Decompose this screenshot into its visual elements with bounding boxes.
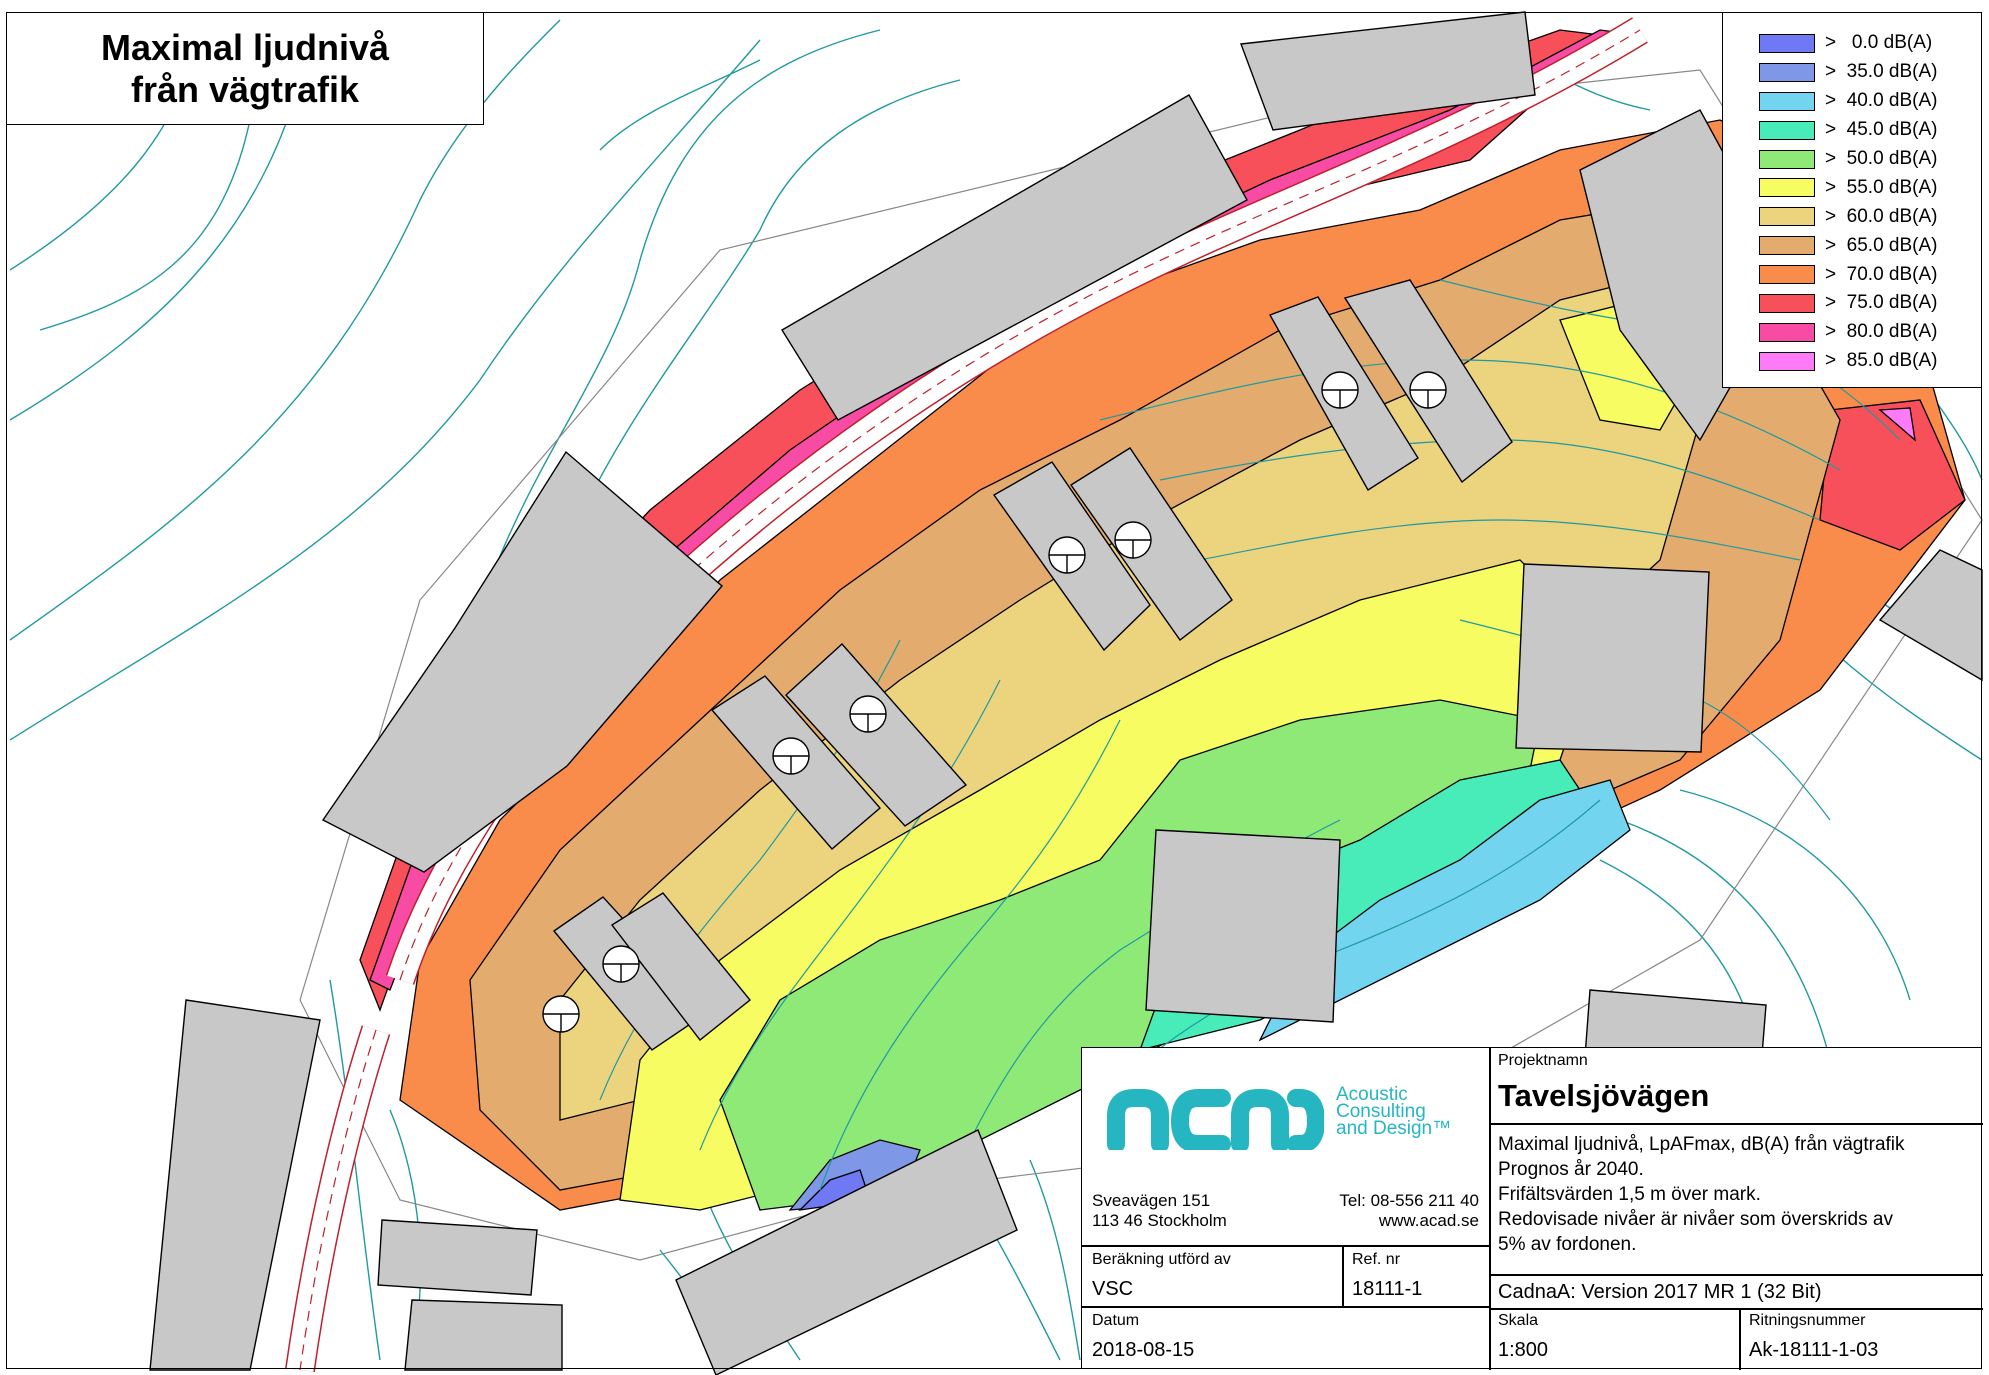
calc-value: VSC [1092,1278,1134,1300]
legend-item: > 60.0 dB(A) [1759,202,1981,231]
noise-legend: > 0.0 dB(A) > 35.0 dB(A) > 40.0 dB(A) > 45.… [1722,12,1982,388]
project-label: Projektnamn [1498,1052,1588,1069]
receiver-icon [1409,371,1447,409]
receiver-points [542,371,1447,1033]
software-version: CadnaA: Version 2017 MR 1 (32 Bit) [1498,1281,1822,1303]
legend-label: > 70.0 dB(A) [1825,263,1938,285]
legend-label: > 85.0 dB(A) [1825,350,1938,372]
ref-value: 18111-1 [1352,1278,1423,1300]
legend-item: > 45.0 dB(A) [1759,116,1981,145]
company-web: www.acad.se [1378,1211,1479,1230]
title-block: Acoustic Consulting and Design™ Sveaväge… [1081,1047,1983,1370]
legend-swatch [1759,91,1815,111]
map-title-box: Maximal ljudnivå från vägtrafik [6,12,484,125]
legend-item: > 85.0 dB(A) [1759,347,1981,376]
map-title: Maximal ljudnivå från vägtrafik [100,26,390,110]
legend-label: > 50.0 dB(A) [1825,148,1938,169]
legend-item: > 75.0 dB(A) [1759,289,1981,318]
legend-swatch [1759,265,1815,285]
company-address-2: 113 46 Stockholm [1092,1211,1227,1230]
receiver-icon [849,695,887,733]
legend-label: > 55.0 dB(A) [1825,176,1938,198]
legend-swatch [1759,207,1815,227]
project-name: Tavelsjövägen [1498,1078,1710,1113]
receiver-icon [602,945,640,983]
scale-value: 1:800 [1498,1339,1549,1361]
company-name-3: and Design™ [1336,1118,1452,1139]
legend-swatch [1759,178,1815,198]
receiver-icon [1114,521,1152,559]
company-logo: Acoustic Consulting and Design™ [1104,1080,1484,1170]
legend-swatch [1759,33,1815,53]
acad-logo-icon [1107,1089,1324,1150]
date-label: Datum [1092,1312,1140,1329]
receiver-icon [542,995,580,1033]
legend-swatch [1759,149,1815,169]
legend-item: > 65.0 dB(A) [1759,231,1981,260]
legend-swatch [1759,62,1815,82]
drawing-number-value: Ak-18111-1-03 [1749,1339,1879,1361]
calc-label: Beräkning utförd av [1092,1251,1231,1268]
legend-label: > 40.0 dB(A) [1825,90,1938,112]
receiver-icon [1048,536,1086,574]
receiver-icon [1321,371,1359,409]
scale-label: Skala [1498,1312,1539,1329]
company-phone: Tel: 08-556 211 40 [1339,1191,1479,1210]
legend-swatch [1759,322,1815,342]
legend-label: > 80.0 dB(A) [1825,321,1938,343]
company-name-1: Acoustic [1336,1084,1408,1105]
company-name-2: Consulting [1336,1101,1426,1122]
legend-swatch [1759,351,1815,371]
legend-label: > 65.0 dB(A) [1825,234,1938,256]
legend-swatch [1759,120,1815,140]
calculation-area-boundary [299,69,1983,1261]
legend-item: > 35.0 dB(A) [1759,58,1981,87]
legend-item: > 40.0 dB(A) [1759,87,1981,116]
legend-item: > 50.0 dB(A) [1759,145,1981,174]
legend-item: > 55.0 dB(A) [1759,173,1981,202]
legend-swatch [1759,236,1815,256]
drawing-number-label: Ritningsnummer [1749,1312,1866,1329]
company-address-1: Sveavägen 151 [1092,1191,1211,1210]
legend-label: > 45.0 dB(A) [1825,119,1938,141]
legend-swatch [1759,293,1815,313]
legend-label: > 35.0 dB(A) [1825,61,1938,83]
receiver-icon [772,737,810,775]
map-description: Maximal ljudnivå, LpAFmax, dB(A) från vä… [1498,1134,1905,1255]
legend-item: > 80.0 dB(A) [1759,318,1981,347]
ref-label: Ref. nr [1352,1251,1401,1268]
legend-item: > 0.0 dB(A) [1759,29,1981,58]
legend-item: > 70.0 dB(A) [1759,260,1981,289]
legend-label: > 0.0 dB(A) [1825,32,1933,54]
date-value: 2018-08-15 [1092,1339,1195,1361]
legend-label: > 60.0 dB(A) [1825,205,1938,227]
buildings [149,11,1983,1375]
legend-label: > 75.0 dB(A) [1825,292,1938,314]
